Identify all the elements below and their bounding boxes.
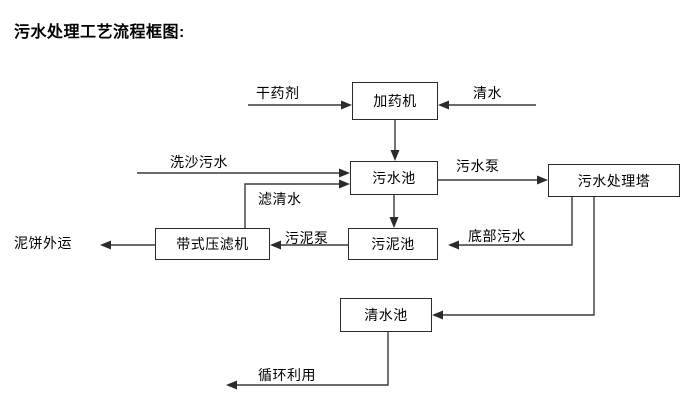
node-label: 污水池 bbox=[372, 170, 416, 186]
edge-treatment-tower-to-clean-water-pool bbox=[432, 197, 595, 320]
edge-dosing-machine-to-sewage-pool bbox=[390, 120, 400, 161]
label-dry-agent: 干药剂 bbox=[256, 85, 300, 101]
node-sludge-pool[interactable]: 污泥池 bbox=[348, 228, 438, 260]
node-label: 加药机 bbox=[373, 93, 417, 109]
node-label: 污水处理塔 bbox=[577, 172, 651, 189]
node-treatment-tower[interactable]: 污水处理塔 bbox=[548, 164, 680, 197]
label-filtrate-clear-water: 滤清水 bbox=[258, 191, 302, 207]
edge-clean-water-pool-to-recycle bbox=[226, 332, 389, 390]
edge-sewage-pool-to-treatment-tower bbox=[438, 175, 548, 185]
node-label: 带式压滤机 bbox=[176, 236, 249, 252]
edge-sewage-pool-to-sludge-pool bbox=[389, 195, 399, 228]
label-sewage-pump: 污水泵 bbox=[456, 158, 500, 174]
label-recycle-use: 循环利用 bbox=[258, 367, 316, 383]
edge-sand-washing-sewage-to-sewage-pool bbox=[137, 168, 350, 178]
edge-sludge-pool-to-belt-filter-press bbox=[270, 240, 348, 250]
node-label: 污泥池 bbox=[371, 236, 415, 252]
label-sludge-pump: 污泥泵 bbox=[285, 230, 329, 246]
node-clean-water-pool[interactable]: 清水池 bbox=[340, 298, 432, 332]
label-mud-cake-out: 泥饼外运 bbox=[14, 235, 72, 251]
page-title: 污水处理工艺流程框图: bbox=[14, 24, 185, 41]
node-label: 清水池 bbox=[364, 307, 408, 323]
edge-filtrate-to-sewage-pool bbox=[244, 179, 350, 228]
edge-clean-water-to-dosing-machine bbox=[438, 100, 536, 110]
edge-belt-filter-press-to-mud-cake bbox=[100, 240, 155, 250]
label-bottom-sewage: 底部污水 bbox=[468, 228, 526, 244]
node-dosing-machine[interactable]: 加药机 bbox=[352, 82, 438, 120]
label-sand-washing-sewage: 洗沙污水 bbox=[170, 154, 228, 170]
node-sewage-pool[interactable]: 污水池 bbox=[350, 161, 438, 195]
edge-dry-agent-to-dosing-machine bbox=[248, 100, 352, 110]
node-belt-filter-press[interactable]: 带式压滤机 bbox=[155, 228, 270, 260]
edge-bottom-sewage-to-sludge-pool bbox=[448, 197, 573, 250]
label-clean-water-in: 清水 bbox=[473, 85, 502, 101]
